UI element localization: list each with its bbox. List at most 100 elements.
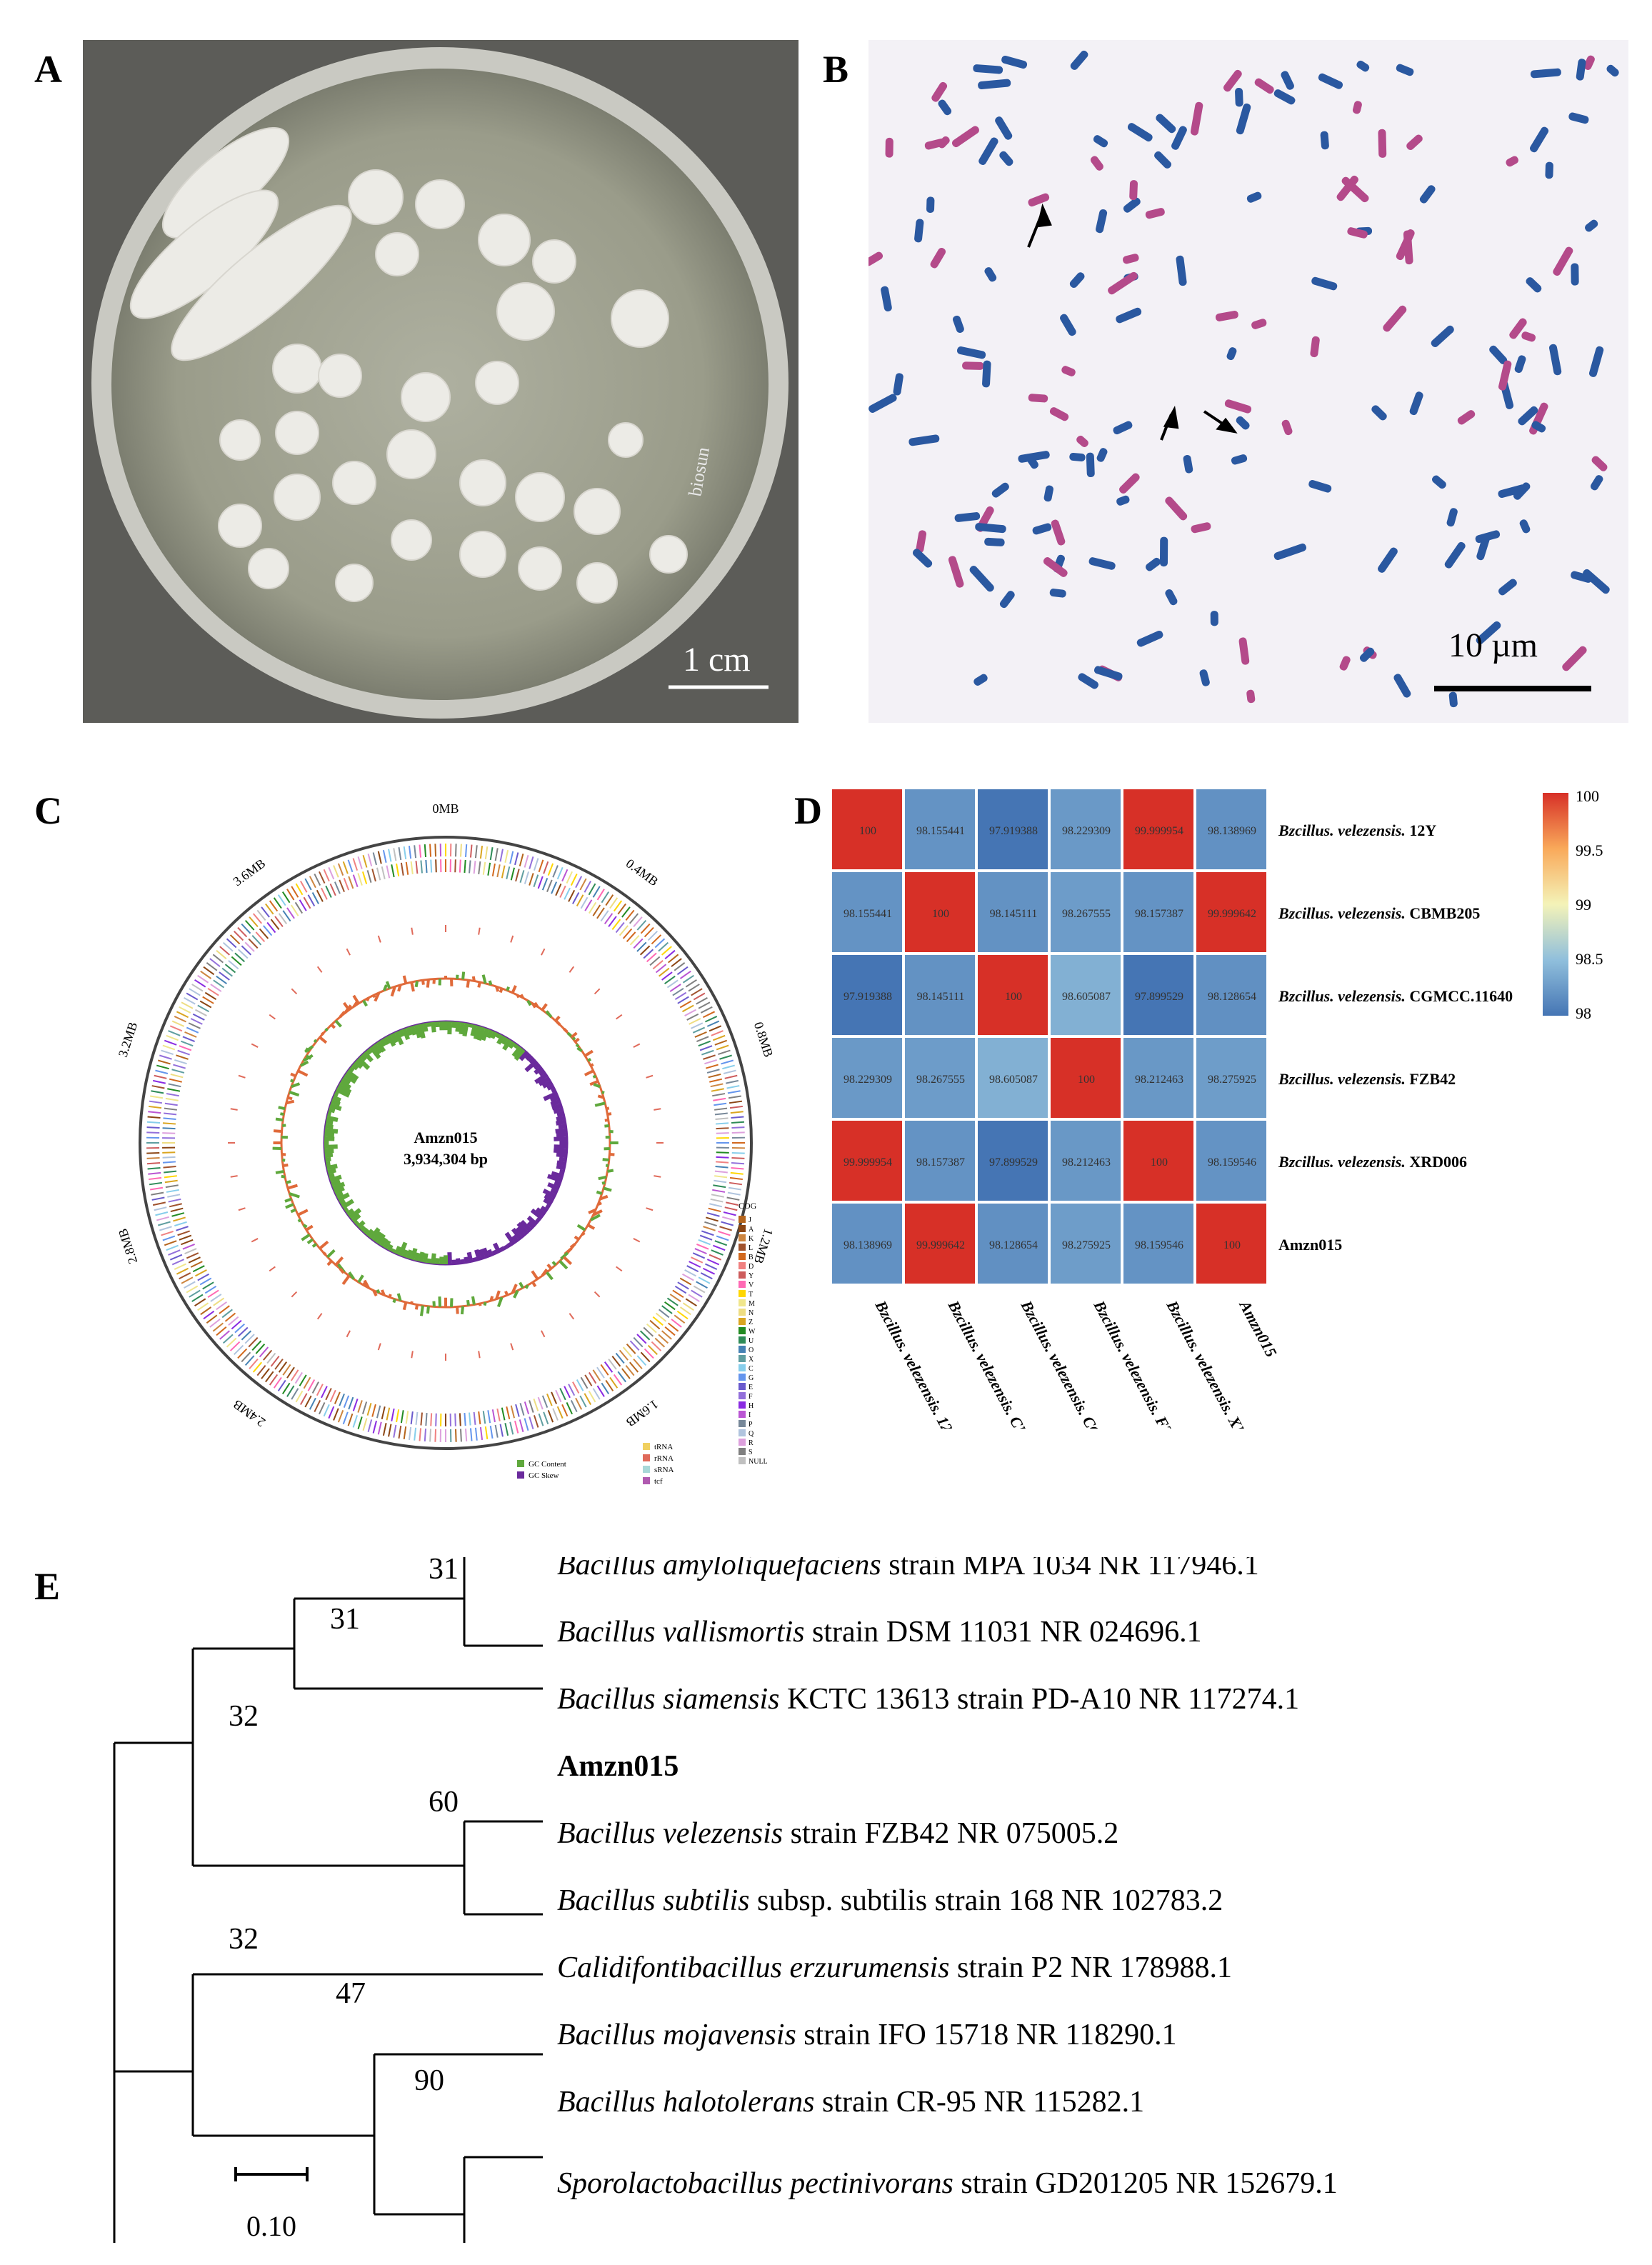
cog-feature-mark (496, 1408, 501, 1421)
gc-skew-bar (422, 1023, 429, 1032)
cog-feature-mark (357, 1416, 363, 1429)
heatmap-row-strain: CGMCC.11640 (1406, 987, 1513, 1005)
cog-feature-mark (162, 1132, 176, 1134)
cog-feature-mark (568, 1384, 576, 1396)
gc-content-bar (397, 984, 402, 992)
cog-legend-label: S (749, 1449, 753, 1456)
cog-feature-mark (210, 984, 222, 992)
cog-feature-mark (661, 971, 673, 981)
cog-feature-mark (541, 948, 546, 956)
cog-feature-mark (151, 1196, 165, 1201)
cog-legend-swatch (739, 1383, 746, 1390)
cog-feature-mark (714, 1107, 728, 1111)
gc-skew-bar (534, 1066, 543, 1075)
cog-feature-mark (659, 1309, 670, 1319)
bacterium-rod (969, 565, 994, 592)
cog-feature-mark (255, 931, 266, 943)
cog-legend-label: R (749, 1439, 754, 1447)
cog-feature-mark (424, 844, 427, 858)
cog-feature-mark (166, 1244, 179, 1251)
gc-content-bar (592, 1074, 596, 1079)
gc-skew-bar (341, 1076, 351, 1085)
cog-feature-mark (237, 1326, 249, 1337)
cog-feature-mark (256, 1365, 266, 1376)
bacterium-rod (1273, 543, 1306, 561)
cog-feature-mark (584, 1393, 592, 1405)
heatmap-cell-value: 98.212463 (1062, 1156, 1111, 1169)
heatmap-cell-value: 98.138969 (1208, 825, 1256, 837)
cog-feature-mark (163, 1166, 176, 1169)
gc-content-bar (374, 992, 381, 1002)
bacterium-rod (1310, 336, 1320, 358)
bacterium-rod (1584, 219, 1598, 232)
cog-feature-mark (252, 1361, 263, 1373)
cog-feature-mark (654, 1108, 661, 1111)
cog-feature-mark (722, 1216, 735, 1221)
cog-feature-mark (177, 1230, 190, 1236)
cog-feature-mark (629, 1340, 640, 1351)
cog-feature-mark (529, 873, 534, 886)
gc-skew-bar (555, 1119, 566, 1126)
gc-skew-bar (356, 1056, 371, 1070)
heatmap-cell (1195, 871, 1268, 954)
gc-content-bar (574, 1037, 580, 1043)
bacterium-rod (1246, 689, 1256, 704)
heatmap-cell (903, 1202, 976, 1285)
cog-feature-mark (197, 1004, 210, 1013)
heatmap-cell (831, 871, 903, 954)
cog-feature-mark (228, 1316, 239, 1326)
gc-skew-bar (386, 1034, 396, 1047)
cog-feature-mark (230, 1108, 238, 1111)
cog-feature-mark (146, 1156, 160, 1159)
cog-feature-mark (400, 862, 404, 876)
cog-feature-mark (219, 971, 230, 981)
cog-feature-mark (722, 1064, 735, 1070)
gc-skew-bar (504, 1231, 516, 1245)
gc-skew-bar (491, 1249, 497, 1255)
gc-skew-bar (369, 1227, 381, 1240)
cog-feature-mark (636, 1334, 647, 1344)
cog-feature-mark (411, 1351, 414, 1359)
cog-feature-mark (154, 1206, 167, 1211)
cog-feature-mark (408, 846, 412, 859)
taxon-strain: strain CR-95 NR 115282.1 (815, 2086, 1145, 2119)
cog-feature-mark (221, 1309, 233, 1319)
cog-feature-mark (519, 1419, 524, 1432)
gc-content-bar (290, 1079, 294, 1083)
cog-feature-mark (711, 1030, 724, 1036)
gc-content-bar (381, 1289, 386, 1296)
cog-feature-mark (551, 1391, 558, 1404)
gc-content-bar (291, 1082, 301, 1089)
bacterium-rod (951, 126, 980, 148)
cog-feature-mark (303, 1376, 311, 1389)
cog-feature-mark (164, 1179, 178, 1184)
heatmap-cell-value: 98.128654 (989, 1239, 1038, 1251)
gc-skew-bar (335, 1191, 344, 1199)
gc-skew-bar (344, 1206, 349, 1213)
cog-feature-mark (592, 1388, 601, 1400)
gc-content-bar (326, 1260, 333, 1266)
cog-feature-mark (188, 1256, 201, 1264)
cog-feature-mark (181, 1001, 194, 1009)
cog-feature-mark (295, 883, 304, 896)
bacterium-rod (1588, 346, 1604, 377)
bacterium-rod (1431, 325, 1454, 348)
bacterium-rod (1235, 87, 1243, 107)
cog-feature-mark (403, 846, 407, 860)
tree-scale-bar (234, 2167, 309, 2181)
cog-feature-mark (504, 1423, 509, 1436)
bacterium-rod (1191, 522, 1211, 534)
bacterium-rod (952, 315, 964, 334)
taxon-species: Bacillus amyloliquefaciens (557, 1557, 881, 1581)
heatmap-cell-value: 98.159546 (1135, 1239, 1183, 1251)
heatmap-row-genus: Bzcillus. velezensis. (1278, 987, 1406, 1005)
gc-skew-bar (406, 1249, 414, 1259)
cog-feature-mark (179, 1234, 192, 1241)
bootstrap-value: 90 (414, 2064, 444, 2097)
cog-legend-swatch (739, 1253, 746, 1260)
cog-feature-mark (608, 1359, 617, 1370)
cog-feature-mark (159, 1054, 172, 1060)
cog-feature-mark (570, 1399, 578, 1413)
